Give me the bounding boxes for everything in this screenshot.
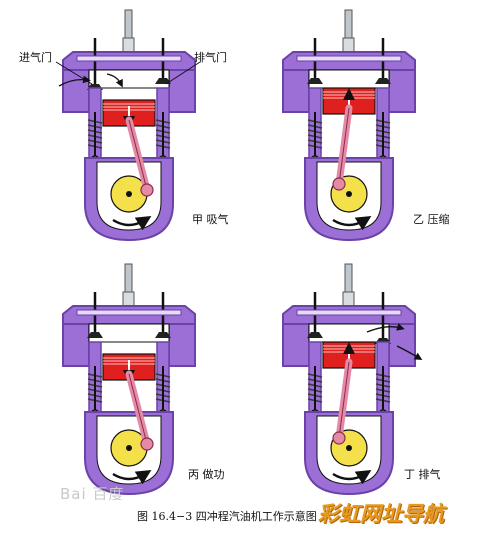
exhaust-port <box>168 323 196 367</box>
rocker-bar <box>296 309 402 316</box>
exhaust-port <box>388 69 416 113</box>
combustion-chamber <box>88 323 170 343</box>
crank-axle <box>346 191 352 197</box>
crank-rotation-arrow <box>332 216 372 231</box>
engine-panel-exhaust <box>282 263 423 496</box>
rocker-bar <box>76 309 182 316</box>
intake-port <box>62 69 90 113</box>
intake-port <box>282 69 310 113</box>
crank-pin <box>332 177 346 191</box>
crank-pin <box>140 437 154 451</box>
combustion-chamber <box>308 323 390 343</box>
rocker-bar <box>296 55 402 62</box>
caption-bar <box>0 500 494 533</box>
figure-caption: 图 16.4−3 四冲程汽油机工作示意图 <box>137 510 317 523</box>
stroke-label-compression: 乙 压缩 <box>413 213 450 226</box>
valve-spring-left <box>307 366 323 419</box>
baidu-watermark: Bai 百度 <box>60 485 125 503</box>
exhaust-valve-callout: 排气门 <box>194 51 227 64</box>
crank-axle <box>346 445 352 451</box>
spark-plug-icon <box>344 263 353 295</box>
spark-plug-base <box>122 37 135 53</box>
engine-panel-intake <box>58 9 196 242</box>
intake-callout-leader <box>55 61 93 85</box>
spark-plug-base <box>342 37 355 53</box>
exhaust-valve-head <box>155 78 171 84</box>
intake-port <box>62 323 90 367</box>
crank-axle <box>126 445 132 451</box>
intake-flow-arrow-2 <box>106 73 123 88</box>
exhaust-valve-head <box>375 78 391 84</box>
spark-plug-base <box>122 291 135 307</box>
intake-valve-head <box>307 78 323 84</box>
crank-axle <box>126 191 132 197</box>
exhaust-port <box>168 69 196 113</box>
engine-panel-power <box>62 263 196 496</box>
spark-plug-base <box>342 291 355 307</box>
intake-valve-head <box>87 332 103 338</box>
exhaust-flow-arrow-2 <box>396 345 423 361</box>
spark-plug-icon <box>344 9 353 41</box>
exhaust-valve-head <box>155 332 171 338</box>
spark-plug-icon <box>124 263 133 295</box>
exhaust-port <box>388 323 416 367</box>
combustion-chamber <box>88 69 170 89</box>
combustion-chamber <box>308 69 390 89</box>
rocker-bar <box>76 55 182 62</box>
intake-valve-callout: 进气门 <box>19 51 52 64</box>
crank-rotation-arrow <box>112 216 152 231</box>
intake-valve-head <box>307 332 323 338</box>
stroke-label-exhaust: 丁 排气 <box>404 468 441 481</box>
exhaust-callout-leader <box>165 61 201 85</box>
crank-rotation-arrow <box>112 470 152 485</box>
crank-rotation-arrow <box>332 470 372 485</box>
stroke-label-power: 丙 做功 <box>188 468 225 481</box>
stroke-label-intake: 甲 吸气 <box>192 213 229 226</box>
spark-plug-icon <box>124 9 133 41</box>
exhaust-flow-arrow <box>366 323 405 333</box>
site-logo: 彩虹网址导航 <box>318 502 444 526</box>
crank-pin <box>332 431 346 445</box>
intake-port <box>282 323 310 367</box>
engine-panel-compression <box>282 9 416 242</box>
crank-pin <box>140 183 154 197</box>
